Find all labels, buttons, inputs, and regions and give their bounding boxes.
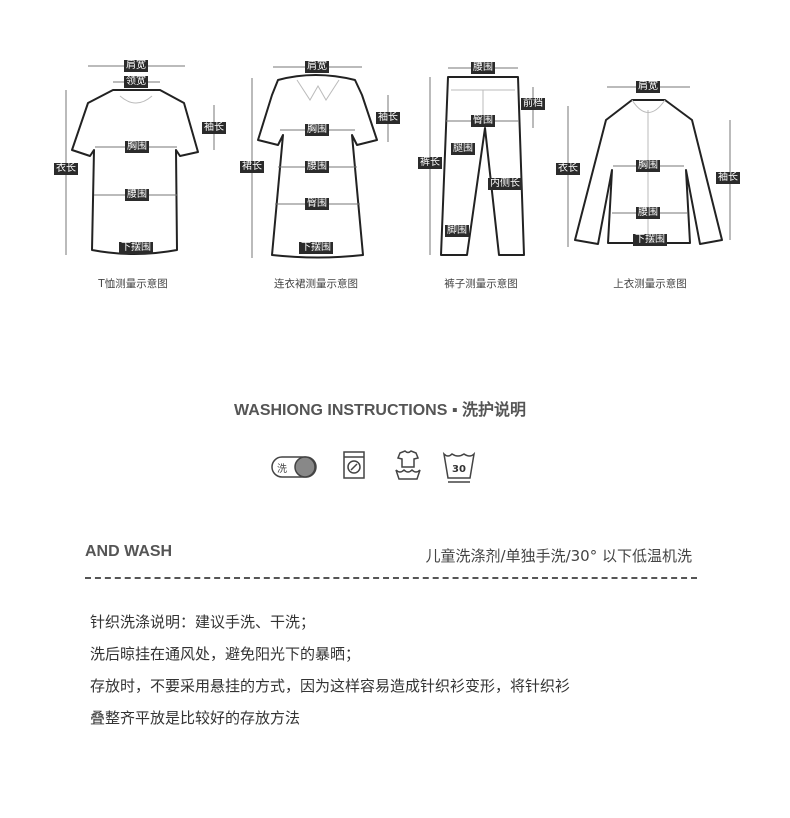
shirt-caption: 上衣测量示意图 xyxy=(613,278,687,290)
dress-caption: 连衣裙测量示意图 xyxy=(274,278,358,290)
wash-title: WASHIONG INSTRUCTIONS ▪ 洗护说明 xyxy=(234,402,526,419)
washing-machine-icon xyxy=(343,451,365,479)
tshirt-length-label: 衣长 xyxy=(54,163,78,175)
shirt-hem-label: 下摆围 xyxy=(633,234,667,246)
pants-waist-label: 腰围 xyxy=(471,62,495,74)
shirt-sleeve-label: 袖长 xyxy=(716,172,740,184)
tshirt-caption: T恤测量示意图 xyxy=(98,278,168,290)
dress-outline xyxy=(257,74,378,259)
pants-hip-label: 臀围 xyxy=(471,115,495,127)
dress-sleeve-label: 袖长 xyxy=(376,112,400,124)
shirt-length-label: 衣长 xyxy=(556,163,580,175)
tshirt-waist-label: 腰围 xyxy=(125,189,149,201)
shirt-shoulder-label: 肩宽 xyxy=(636,81,660,93)
tshirt-outline xyxy=(71,89,199,255)
garment-outlines xyxy=(65,65,731,259)
tshirt-hem-label: 下摆围 xyxy=(119,242,153,254)
tshirt-shoulder-label: 肩宽 xyxy=(124,60,148,72)
hand-wash-toggle-icon: 洗 xyxy=(271,456,317,478)
dress-hem-label: 下摆围 xyxy=(299,242,333,254)
wash-30-icon: 30 xyxy=(442,451,476,483)
wash-note: 儿童洗涤剂/单独手洗/30° 以下低温机洗 xyxy=(425,547,692,565)
pants-length-label: 裤长 xyxy=(418,157,442,169)
tshirt-neck-label: 领宽 xyxy=(124,76,148,88)
svg-text:30: 30 xyxy=(452,464,466,475)
and-wash-heading: AND WASH xyxy=(85,543,173,560)
dashed-divider xyxy=(85,577,697,579)
care-line: 针织洗涤说明：建议手洗、干洗； xyxy=(90,613,316,631)
pants-thigh-label: 腿围 xyxy=(451,143,475,155)
pants-ankle-label: 脚围 xyxy=(445,225,469,237)
care-line: 叠整齐平放是比较好的存放方法 xyxy=(90,709,301,727)
care-line: 存放时，不要采用悬挂的方式，因为这样容易造成针织衫变形，将针织衫 xyxy=(90,677,571,695)
dress-waist-label: 腰围 xyxy=(305,161,329,173)
pants-rise-label: 前档 xyxy=(521,98,545,110)
tshirt-chest-label: 胸围 xyxy=(125,141,149,153)
tshirt-sleeve-label: 袖长 xyxy=(202,122,226,134)
wash-icons: 洗 30 xyxy=(271,450,476,483)
svg-text:洗: 洗 xyxy=(277,463,287,475)
gentle-wash-icon xyxy=(395,450,421,480)
shirt-chest-label: 胸围 xyxy=(636,160,660,172)
dress-hip-label: 臀围 xyxy=(305,198,329,210)
dress-shoulder-label: 肩宽 xyxy=(305,61,329,73)
pants-outline xyxy=(440,76,525,256)
care-instructions: 针织洗涤说明：建议手洗、干洗； 洗后晾挂在通风处，避免阳光下的暴晒； 存放时，不… xyxy=(90,606,570,734)
pants-caption: 裤子测量示意图 xyxy=(444,278,518,290)
shirt-waist-label: 腰围 xyxy=(636,207,660,219)
shirt-outline xyxy=(574,99,723,245)
pants-inseam-label: 内侧长 xyxy=(488,178,522,190)
care-line: 洗后晾挂在通风处，避免阳光下的暴晒； xyxy=(90,645,361,663)
dress-length-label: 裙长 xyxy=(240,161,264,173)
dress-chest-label: 胸围 xyxy=(305,124,329,136)
